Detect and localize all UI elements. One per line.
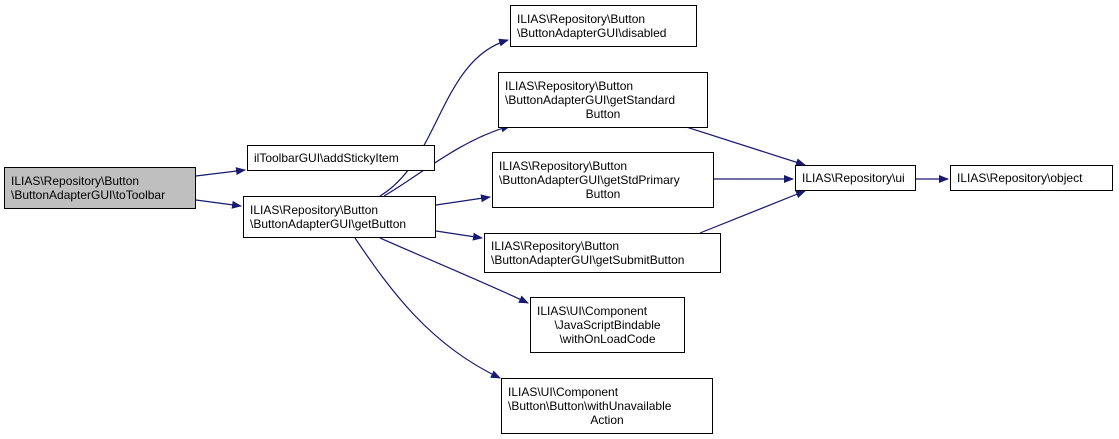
node-to-toolbar[interactable]: ILIAS\Repository\Button\ButtonAdapterGUI… (4, 167, 196, 209)
node-label-line: \ButtonAdapterGUI\getButton (250, 217, 407, 231)
node-object[interactable]: ILIAS\Repository\object (950, 165, 1113, 191)
edge-toToolbar-to-addStickyItem (195, 167, 246, 177)
node-label-line: Button (585, 107, 621, 121)
node-get-submit-button[interactable]: ILIAS\Repository\Button\ButtonAdapterGUI… (484, 233, 721, 273)
node-get-button[interactable]: ILIAS\Repository\Button\ButtonAdapterGUI… (243, 196, 436, 238)
node-disabled[interactable]: ILIAS\Repository\Button\ButtonAdapterGUI… (510, 5, 697, 47)
node-add-sticky-item[interactable]: ilToolbarGUI\addStickyItem (247, 145, 435, 171)
edge-getButton-to-withOnLoadCode (379, 237, 529, 304)
node-label-line: ilToolbarGUI\addStickyItem (254, 151, 399, 165)
node-label-line: ILIAS\Repository\Button (250, 203, 379, 217)
node-label-line: Action (590, 413, 624, 427)
edge-getButton-to-getStandardButton (383, 124, 511, 197)
edge-getButton-to-getSubmitButton (435, 230, 483, 241)
node-label-line: \JavaScriptBindable (554, 318, 661, 332)
node-label-line: ILIAS\Repository\object (957, 171, 1083, 185)
node-label-line: \ButtonAdapterGUI\getSubmitButton (491, 253, 685, 267)
node-label-line: ILIAS\UI\Component (508, 385, 619, 399)
edge-getStandardButton-to-ui (679, 124, 806, 167)
node-label-line: ILIAS\Repository\Button (517, 12, 646, 26)
node-get-std-primary-button[interactable]: ILIAS\Repository\Button\ButtonAdapterGUI… (492, 152, 714, 208)
node-with-on-load-code[interactable]: ILIAS\UI\Component\JavaScriptBindable\wi… (530, 297, 685, 353)
node-label-line: \Button\Button\withUnavailable (508, 399, 672, 413)
node-label-line: ILIAS\Repository\Button (499, 159, 628, 173)
node-label-line: ILIAS\Repository\Button (11, 174, 140, 188)
node-label-line: \ButtonAdapterGUI\disabled (517, 26, 667, 40)
edge-getButton-to-getStdPrimaryButton (435, 194, 491, 206)
node-label-line: \ButtonAdapterGUI\getStdPrimary (499, 173, 680, 187)
edge-getButton-to-disabled (379, 38, 509, 197)
node-get-standard-button[interactable]: ILIAS\Repository\Button\ButtonAdapterGUI… (498, 72, 708, 128)
node-label-line: \ButtonAdapterGUI\toToolbar (11, 188, 166, 202)
node-label-line: ILIAS\Repository\ui (802, 171, 905, 185)
node-label-line: ILIAS\Repository\Button (491, 239, 620, 253)
edge-getButton-to-withUnavailableAction (354, 237, 501, 379)
node-label-line: \ButtonAdapterGUI\getStandard (505, 93, 676, 107)
node-label-line: Button (585, 187, 621, 201)
edge-getSubmitButton-to-ui (699, 190, 806, 234)
node-with-unavailable-action[interactable]: ILIAS\UI\Component\Button\Button\withUna… (501, 378, 713, 434)
edge-toToolbar-to-getButton (195, 199, 242, 209)
node-label-line: ILIAS\Repository\Button (505, 79, 634, 93)
node-ui[interactable]: ILIAS\Repository\ui (795, 165, 916, 191)
node-label-line: \withOnLoadCode (559, 332, 656, 346)
node-label-line: ILIAS\UI\Component (537, 304, 648, 318)
